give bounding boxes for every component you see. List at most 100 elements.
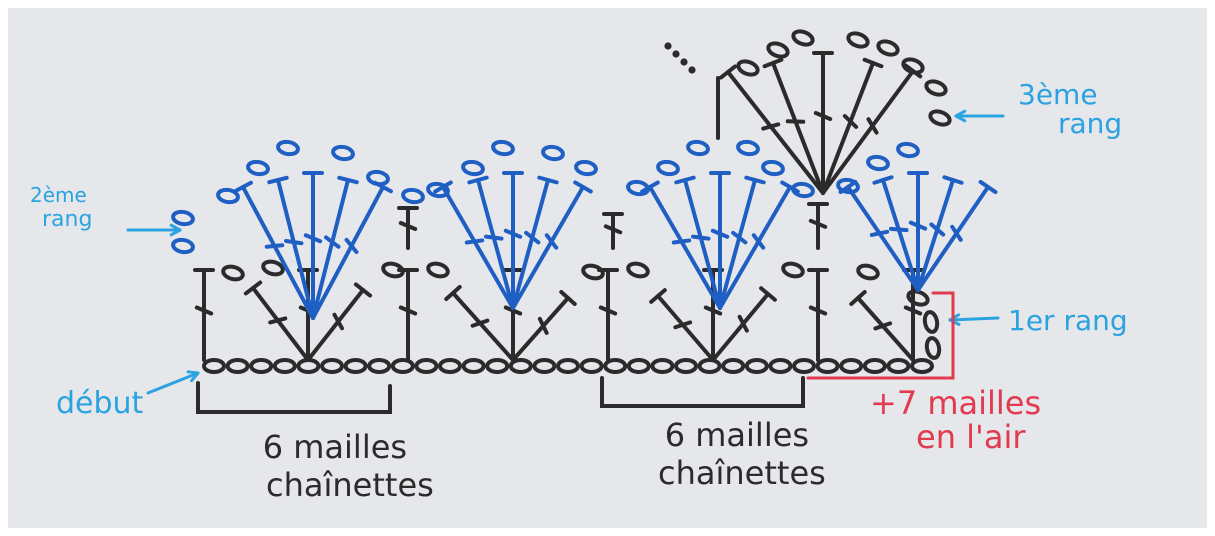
chain-stitch-symbol	[766, 41, 790, 59]
double-crochet-top	[674, 175, 696, 185]
start-arrow-head	[186, 370, 200, 375]
chains-right-line1: 6 mailles	[664, 416, 810, 454]
double-crochet-stem	[683, 178, 722, 310]
double-crochet-stem	[726, 70, 825, 195]
chain-stitch-symbol	[202, 358, 226, 374]
chain-stitch-symbol	[626, 179, 650, 197]
double-crochet-bar	[470, 318, 490, 328]
double-crochet-bar	[873, 321, 893, 331]
double-crochet-top	[573, 180, 593, 194]
chain-stitch-symbol	[246, 159, 270, 177]
double-crochet-top	[862, 57, 884, 69]
double-crochet-stem	[881, 178, 920, 292]
continuation-dot	[672, 50, 680, 58]
chain-stitch-symbol	[761, 159, 785, 177]
chain-stitch-symbol	[491, 139, 515, 157]
chain-stitch-symbol	[221, 264, 245, 282]
chains-left-line2: chaînettes	[266, 466, 434, 504]
chain-stitch-symbol	[390, 358, 415, 374]
double-crochet-top	[718, 64, 738, 80]
chain-stitch-symbol	[650, 358, 675, 374]
row-3-label-line2: rang	[1058, 107, 1123, 140]
chain-stitch-symbol	[508, 358, 533, 374]
double-crochet-bar	[869, 229, 890, 237]
double-crochet-bar	[484, 234, 504, 241]
double-crochet-stem	[276, 178, 315, 320]
double-crochet-bar	[691, 234, 711, 241]
row-2-label-line1: 2ème	[30, 183, 87, 207]
double-crochet-stem	[511, 178, 550, 310]
double-crochet-stem	[511, 185, 585, 310]
double-crochet-stem	[241, 185, 315, 320]
chain-stitch-symbol	[426, 261, 450, 279]
double-crochet-bar	[264, 243, 285, 249]
chain-stitch-symbol	[249, 358, 274, 374]
air-chains-line2: en l'air	[916, 418, 1026, 456]
double-crochet-stem	[251, 286, 310, 362]
chains-left-line1: 6 mailles	[262, 428, 408, 466]
chain-stitch-symbol	[768, 358, 793, 374]
chain-stitch-symbol	[367, 358, 392, 374]
chain-stitch-symbol	[721, 358, 746, 374]
arrow-layer	[126, 109, 1005, 395]
air-chain-bracket	[806, 291, 955, 380]
row-1-arrow	[948, 316, 1000, 322]
chain-stitch-symbol	[886, 358, 911, 374]
chains-left-label: 6 mailles chaînettes	[236, 428, 434, 504]
double-crochet-bar	[808, 305, 828, 316]
double-crochet-bar	[808, 218, 828, 229]
chain-stitch-symbol	[791, 29, 815, 47]
chain-stitch-symbol	[815, 358, 840, 374]
chain-stitch-symbol	[906, 289, 930, 307]
double-crochet-stem	[821, 61, 875, 195]
double-crochet-top	[649, 288, 667, 304]
row-3-label: 3ème rang	[1018, 78, 1122, 140]
chain-stitch-symbol	[225, 358, 250, 374]
chain-stitch-symbol	[381, 261, 405, 279]
double-crochet-top	[744, 175, 766, 185]
double-crochet-stem	[821, 69, 915, 195]
chain-stitch-symbol	[581, 263, 605, 281]
double-crochet-bar	[324, 235, 341, 249]
start-label: début	[56, 386, 144, 421]
double-crochet-bar	[398, 221, 418, 231]
double-crochet-bar	[303, 233, 323, 244]
chain-stitch-symbol	[791, 181, 815, 199]
double-crochet-bar	[737, 314, 749, 333]
row-2-label: 2ème rang	[20, 183, 100, 232]
chain-stitch-symbol	[839, 358, 864, 374]
double-crochet-bar	[866, 117, 879, 135]
row-2-arrow-head	[169, 223, 182, 232]
double-crochet-stem	[306, 288, 365, 362]
chain-stitch-symbol	[736, 59, 760, 77]
double-crochet-stem	[441, 185, 515, 310]
chain-stitch-symbol	[846, 31, 870, 49]
double-crochet-stem	[511, 296, 570, 362]
chain-stitch-symbol	[922, 310, 940, 334]
double-crochet-bar	[598, 305, 618, 316]
chain-stitch-symbol	[901, 57, 925, 75]
chain-stitch-symbol	[261, 259, 285, 277]
double-crochet-bar	[903, 305, 923, 316]
chain-stitch-symbol	[485, 358, 510, 374]
chain-stitch-symbol	[924, 79, 948, 97]
double-crochet-stem	[711, 292, 770, 362]
row-3-label-line1: 3ème	[1018, 78, 1098, 111]
double-crochet-bar	[888, 226, 909, 233]
double-crochet-bar	[284, 238, 304, 246]
chain-stitch-symbol	[556, 358, 580, 374]
double-crochet-bar	[710, 228, 730, 239]
double-crochet-bar	[671, 238, 692, 245]
double-crochet-stem	[846, 185, 920, 292]
double-crochet-bar	[398, 305, 418, 316]
chain-stitch-symbol	[924, 336, 942, 360]
chain-stitch-symbol	[836, 177, 860, 195]
double-crochet-top	[759, 286, 777, 302]
chain-stitch-symbol	[276, 139, 300, 157]
chain-stitch-symbol	[656, 159, 680, 177]
chains-right-label: 6 mailles chaînettes	[648, 416, 826, 492]
continuation-dot	[680, 58, 688, 66]
chain-stitch-symbol	[856, 263, 880, 281]
double-crochet-bar	[268, 316, 288, 325]
double-crochet-top	[762, 57, 784, 69]
